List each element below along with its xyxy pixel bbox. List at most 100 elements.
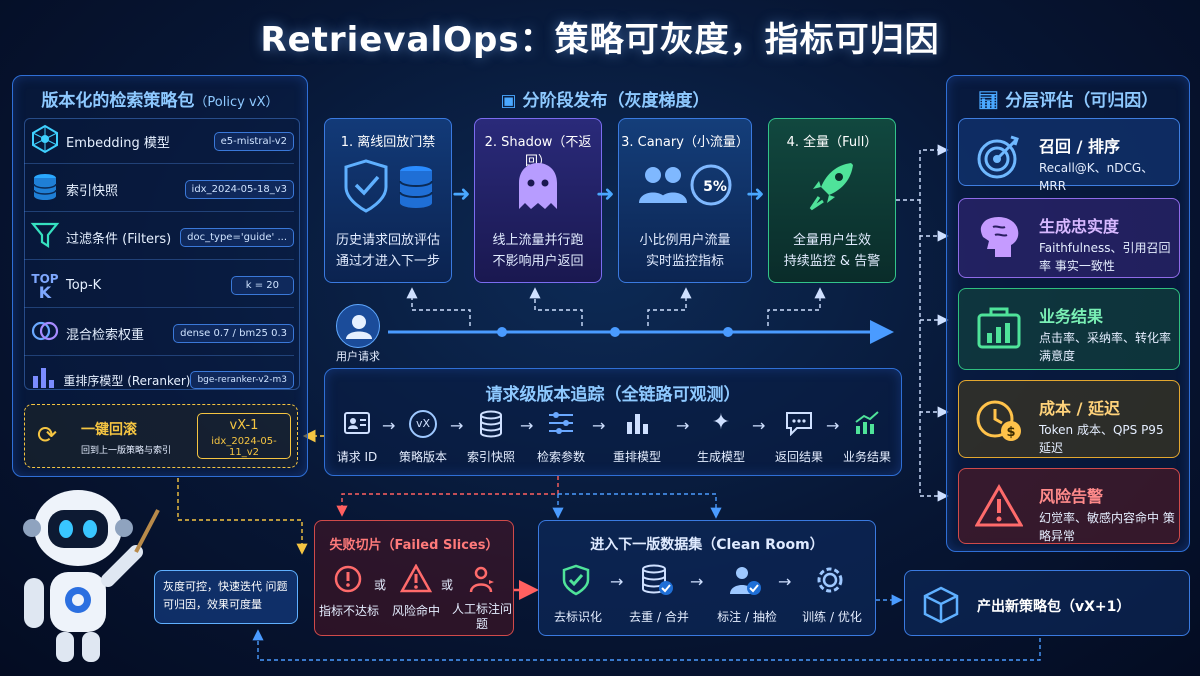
trace-label: 重排模型 — [612, 450, 661, 464]
clock-dollar-icon: $ — [975, 395, 1023, 443]
policy-value: k = 20 — [230, 276, 294, 295]
eval-desc: Faithfulness、引用召回率 事实一致性 — [1039, 241, 1171, 273]
policy-row-topk[interactable]: TOP K Top-K k = 20 — [24, 264, 294, 308]
vx-icon: vX — [390, 410, 456, 440]
eval-desc: 点击率、采纳率、转化率 满意度 — [1039, 331, 1172, 363]
stage-full[interactable]: 4. 全量（Full） 全量用户生效持续监控 & 告警 — [768, 118, 896, 283]
policy-label: 重排序模型 (Reranker) — [63, 373, 191, 388]
arrow-icon: → — [826, 416, 840, 435]
rollback-index: idx_2024-05-11_v2 — [211, 436, 277, 458]
trace-item-policy-version[interactable]: vX 策略版本 — [390, 410, 456, 465]
cleanroom-item-dedupe[interactable] — [640, 564, 676, 600]
trace-label: 索引快照 — [466, 450, 515, 464]
policy-row-hybrid[interactable]: 混合检索权重 dense 0.7 / bm25 0.3 — [24, 312, 294, 356]
shield-db-icon — [325, 159, 451, 219]
failed-item-human[interactable] — [462, 564, 502, 598]
evaluation-header: 📊︎ 分层评估（可归因） — [946, 86, 1190, 111]
arrow-icon: → — [690, 572, 704, 591]
arrow-right-icon: ➜ — [452, 182, 471, 207]
policy-header-sub: （Policy vX） — [194, 95, 279, 110]
user-avatar — [336, 304, 380, 348]
trace-item-gen-model[interactable]: ✦ 生成模型 — [688, 410, 754, 465]
ghost-icon — [475, 159, 601, 219]
policy-row-filters[interactable]: 过滤条件 (Filters) doc_type='guide' ... — [24, 216, 294, 260]
stage-desc-2: 持续监控 & 告警 — [783, 254, 881, 269]
vx-icon-text: vX — [409, 410, 437, 438]
policy-row-embedding[interactable]: Embedding 模型 e5-mistral-v2 — [24, 120, 294, 164]
target-icon — [975, 133, 1023, 181]
trace-label: 请求 ID — [336, 450, 378, 464]
rings-icon — [24, 316, 66, 352]
topk-icon: TOP K — [24, 272, 66, 302]
failed-header: 失败切片（Failed Slices） — [329, 538, 499, 553]
trace-item-retrieval-params[interactable]: 检索参数 — [528, 410, 594, 465]
eval-card-faithfulness[interactable]: 生成忠实度 Faithfulness、引用召回率 事实一致性 — [958, 198, 1180, 278]
eval-card-recall[interactable]: 召回 / 排序 Recall@K、nDCG、MRR — [958, 118, 1180, 193]
eval-card-business[interactable]: 业务结果 点击率、采纳率、转化率 满意度 — [958, 288, 1180, 370]
policy-label: 过滤条件 (Filters) — [66, 232, 172, 247]
failed-item-metric[interactable] — [326, 564, 370, 598]
trace-item-index-snapshot[interactable]: 索引快照 — [458, 410, 524, 465]
policy-row-index[interactable]: 索引快照 idx_2024-05-18_v3 — [24, 168, 294, 212]
cleanroom-label: 去标识化 — [553, 610, 602, 624]
database-icon — [458, 410, 524, 440]
robot-icon — [23, 490, 160, 662]
rollback-version: vX-1 — [229, 418, 259, 433]
stage-title: 4. 全量（Full） — [786, 135, 878, 150]
eval-title: 业务结果 — [1039, 307, 1104, 326]
database-check-icon — [640, 564, 676, 600]
alert-circle-icon — [326, 564, 370, 598]
eval-title: 风险告警 — [1039, 487, 1104, 506]
rocket-icon — [769, 159, 895, 219]
stage-canary[interactable]: 3. Canary（小流量） 5% 小比例用户流量实时监控指标 — [618, 118, 752, 283]
arrow-icon: → — [592, 416, 606, 435]
arrow-icon: → — [450, 416, 464, 435]
svg-text:$: $ — [1006, 425, 1015, 440]
eval-desc: Token 成本、QPS P95 延迟 — [1039, 423, 1164, 455]
stage-desc-1: 历史请求回放评估 — [335, 233, 440, 248]
policy-value: bge-reranker-v2-m3 — [190, 371, 294, 389]
trend-icon — [834, 410, 900, 440]
stage-shadow[interactable]: 2. Shadow（不返回） 线上流量并行跑不影响用户返回 — [474, 118, 602, 283]
cleanroom-item-train[interactable] — [814, 564, 850, 600]
policy-row-reranker[interactable]: 重排序模型 (Reranker) bge-reranker-v2-m3 — [24, 358, 294, 402]
arrow-icon: → — [676, 416, 690, 435]
briefcase-icon — [975, 303, 1023, 351]
stage-offline[interactable]: 1. 离线回放门禁 历史请求回放评估通过才进入下一步 — [324, 118, 452, 283]
user-request-label: 用户请求 — [336, 350, 380, 363]
trace-label: 业务结果 — [842, 450, 891, 464]
policy-value: doc_type='guide' ... — [180, 228, 294, 247]
trace-label: 检索参数 — [536, 450, 585, 464]
trace-item-return-result[interactable]: 返回结果 — [766, 410, 832, 465]
eval-title: 成本 / 延迟 — [1039, 399, 1120, 418]
eval-card-risk[interactable]: 风险告警 幻觉率、敏感内容命中 策略异常 — [958, 468, 1180, 544]
database-icon — [24, 172, 66, 208]
user-icon — [346, 315, 372, 339]
cleanroom-item-deid[interactable] — [560, 564, 596, 600]
eval-title: 生成忠实度 — [1039, 217, 1120, 236]
trace-item-business-result[interactable]: 业务结果 — [834, 410, 900, 465]
rollback-box[interactable]: ⟳ 一键回滚 回到上一版策略与索引 vX-1 idx_2024-05-11_v2 — [24, 404, 298, 468]
release-header-text: 分阶段发布（灰度梯度） — [522, 91, 710, 111]
trace-item-rerank-model[interactable]: 重排模型 — [604, 410, 670, 465]
new-policy-box[interactable]: 产出新策略包（vX+1） — [904, 570, 1190, 636]
eval-card-cost[interactable]: $ 成本 / 延迟 Token 成本、QPS P95 延迟 — [958, 380, 1180, 458]
trace-label: 策略版本 — [398, 450, 447, 464]
trace-item-request-id[interactable]: 请求 ID — [324, 410, 390, 465]
rollback-version-box: vX-1 idx_2024-05-11_v2 — [197, 413, 291, 459]
rollback-title: 一键回滚 — [81, 422, 137, 438]
stage-desc-2: 不影响用户返回 — [492, 254, 584, 269]
topk-icon-k: K — [38, 282, 52, 302]
sliders-icon — [528, 410, 594, 440]
policy-list — [24, 118, 300, 390]
chart-icon: 📊︎ — [977, 91, 1000, 111]
bar-chart-icon — [604, 410, 670, 440]
stage-desc-2: 实时监控指标 — [645, 254, 724, 269]
eval-desc: Recall@K、nDCG、MRR — [1039, 161, 1154, 193]
rollback-desc: 回到上一版策略与索引 — [81, 446, 172, 456]
or-label: 或 — [374, 578, 387, 592]
failed-item-risk[interactable] — [396, 563, 436, 598]
box-icon — [921, 585, 961, 629]
stage-desc-1: 全量用户生效 — [792, 233, 871, 248]
cleanroom-item-label[interactable] — [728, 564, 764, 600]
